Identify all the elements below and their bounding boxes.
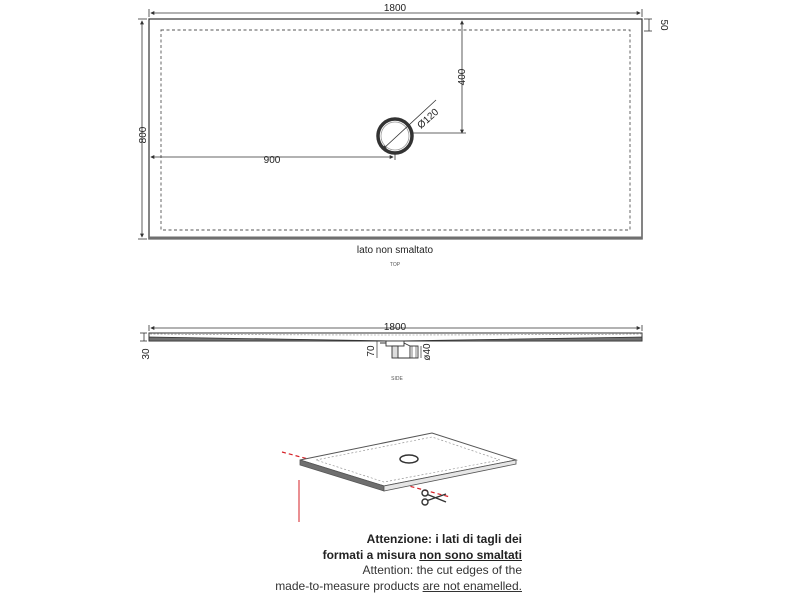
drain-pipe-dim: ø40 (422, 343, 433, 361)
notice-it-underlined: non sono smaltati (419, 547, 522, 562)
drain-diameter-dim: Ø120 (416, 107, 442, 132)
notice-en-underlined: are not enamelled. (422, 578, 522, 593)
notice-it-line2: formati a misura non sono smaltati (322, 547, 522, 562)
drain-depth-dim: 70 (366, 345, 377, 357)
drain-body (380, 340, 419, 359)
notice-en-line1: Attention: the cut edges of the (362, 563, 522, 577)
side-thickness-dim: 30 (141, 348, 152, 360)
top-width-dim: 1800 (384, 3, 407, 14)
inner-slope-area (160, 29, 631, 231)
side-view-label: SIDE (391, 376, 403, 382)
cut-edge-notice: Attenzione: i lati di tagli dei formati … (262, 532, 522, 594)
tray-outline (148, 18, 643, 240)
iso-drain (399, 454, 419, 464)
drain-circle (376, 117, 414, 155)
cut-illustration (281, 432, 518, 522)
top-height-dim: 800 (138, 126, 149, 143)
drain-center-dim: 900 (264, 155, 281, 166)
side-view: 1800 30 70 ø40 SIDE (140, 322, 643, 382)
tray-profile (148, 336, 643, 342)
drain-offset-dim: 400 (457, 68, 468, 85)
diameter-leader (382, 99, 437, 150)
notice-it-line1: Attenzione: i lati di tagli dei (366, 532, 522, 546)
scissors-icon (421, 489, 447, 506)
edge-label: lato non smaltato (357, 245, 434, 256)
notice-en-line2: made-to-measure products are not enamell… (275, 578, 522, 593)
top-thickness-dim: 50 (658, 19, 669, 31)
side-width-dim: 1800 (384, 322, 407, 333)
top-view-label: TOP (390, 262, 401, 268)
top-view: 1800 50 800 400 Ø120 900 lato non smalta… (138, 3, 669, 268)
